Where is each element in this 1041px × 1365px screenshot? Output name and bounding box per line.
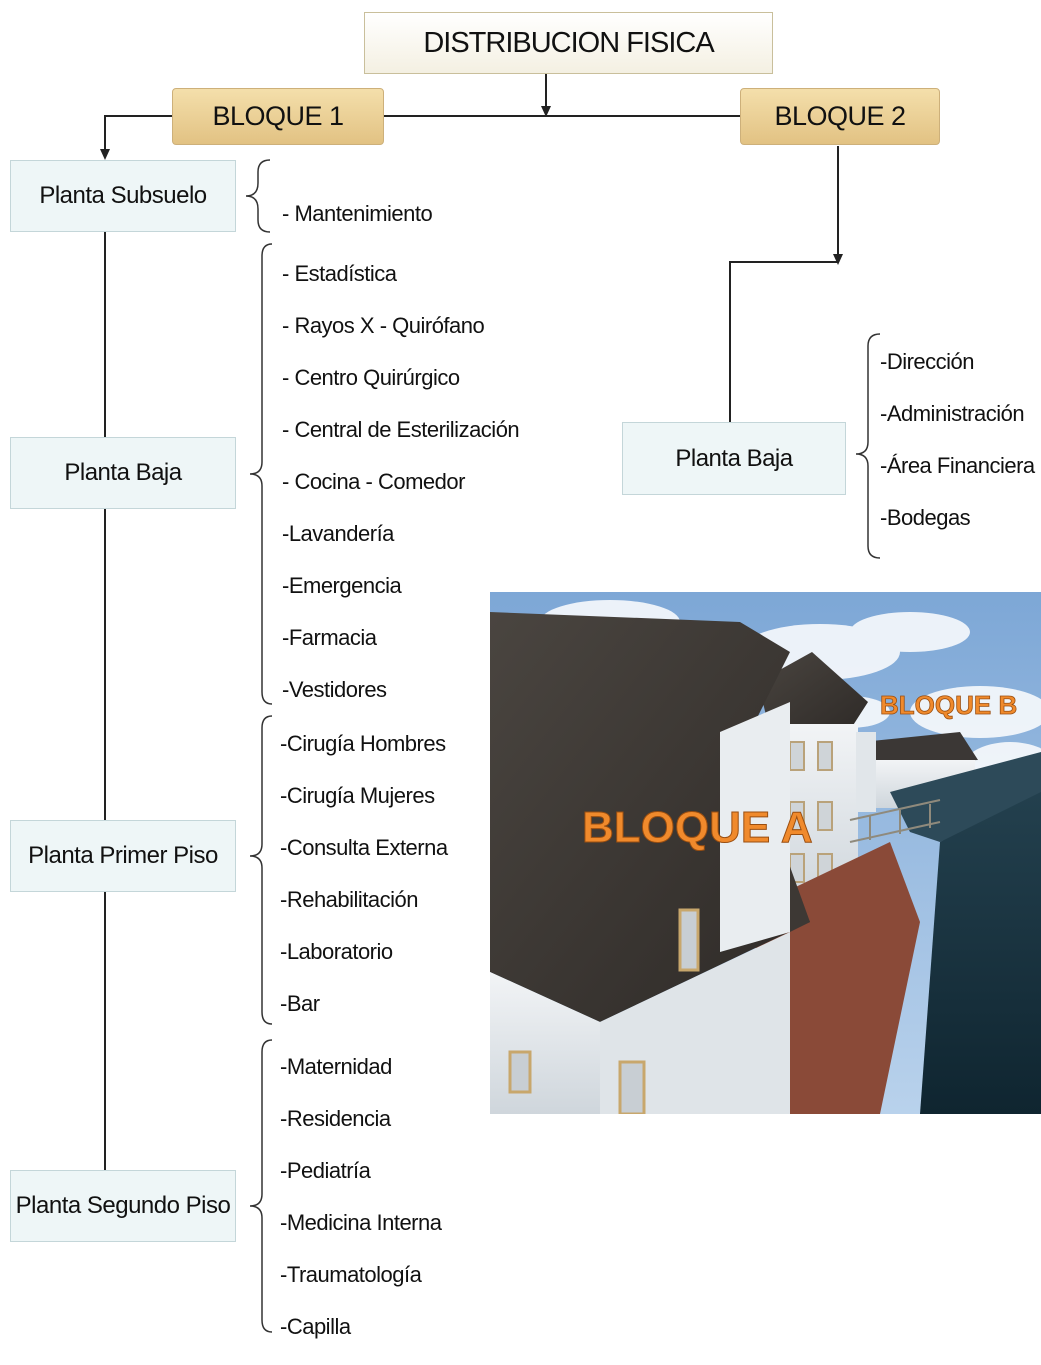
building-render-image: BLOQUE A BLOQUE B [490, 592, 1041, 1114]
bloque-2-label: BLOQUE 2 [774, 101, 906, 131]
bloque-a-label: BLOQUE A [582, 803, 813, 852]
list-item: -Emergencia [282, 573, 402, 598]
list-item: -Administración [880, 401, 1025, 426]
brace-segundo-piso [249, 1039, 273, 1333]
list-item: -Cirugía Mujeres [280, 783, 435, 808]
bloque-b-label: BLOQUE B [880, 690, 1017, 720]
list-item: - Rayos X - Quirófano [282, 313, 485, 338]
list-item: - Estadística [282, 261, 397, 286]
planta-primer-piso-box: Planta Primer Piso [10, 820, 236, 892]
list-item: -Pediatría [280, 1158, 371, 1183]
diagram-title-text: DISTRIBUCION FISICA [423, 26, 714, 59]
bloque-2-box: BLOQUE 2 [740, 88, 940, 145]
segundo-piso-list: -Maternidad -Residencia -Pediatría -Medi… [280, 1053, 442, 1365]
bloque-1-label: BLOQUE 1 [212, 101, 344, 131]
planta-baja-list: - Estadística - Rayos X - Quirófano - Ce… [282, 260, 520, 728]
list-item: - Centro Quirúrgico [282, 365, 460, 390]
list-item: - Central de Esterilización [282, 417, 520, 442]
diagram-title: DISTRIBUCION FISICA [364, 12, 773, 74]
list-item: -Residencia [280, 1106, 391, 1131]
subsuelo-list: - Mantenimiento [282, 200, 433, 252]
list-item: -Medicina Interna [280, 1210, 442, 1235]
planta-segundo-piso-box: Planta Segundo Piso [10, 1170, 236, 1242]
primer-piso-list: -Cirugía Hombres -Cirugía Mujeres -Consu… [280, 730, 448, 1042]
list-item: -Dirección [880, 349, 975, 374]
list-item: -Traumatología [280, 1262, 422, 1287]
bloque1-arrow [100, 115, 172, 160]
list-item: -Bar [280, 991, 320, 1016]
planta-baja-box: Planta Baja [10, 437, 236, 509]
list-item: - Cocina - Comedor [282, 469, 465, 494]
planta-baja-label: Planta Baja [64, 459, 182, 486]
bloque-1-box: BLOQUE 1 [172, 88, 384, 145]
brace-planta-baja [249, 243, 273, 705]
list-item: -Vestidores [282, 677, 387, 702]
planta-subsuelo-box: Planta Subsuelo [10, 160, 236, 232]
list-item: - Mantenimiento [282, 201, 433, 226]
brace-subsuelo [245, 159, 271, 233]
brace-primer-piso [249, 715, 273, 1025]
brace-b2-planta-baja [855, 333, 881, 559]
planta-segundo-piso-label: Planta Segundo Piso [15, 1192, 231, 1219]
b2-planta-baja-label: Planta Baja [675, 444, 793, 472]
list-item: -Consulta Externa [280, 835, 448, 860]
list-item: -Capilla [280, 1314, 351, 1339]
list-item: -Maternidad [280, 1054, 392, 1079]
list-item: -Rehabilitación [280, 887, 419, 912]
list-item: -Cirugía Hombres [280, 731, 446, 756]
list-item: -Bodegas [880, 505, 971, 530]
planta-primer-piso-label: Planta Primer Piso [28, 842, 218, 869]
b2-planta-baja-box: Planta Baja [622, 422, 846, 495]
planta-subsuelo-label: Planta Subsuelo [39, 182, 207, 209]
list-item: -Laboratorio [280, 939, 393, 964]
building-render-svg: BLOQUE A BLOQUE B [490, 592, 1041, 1114]
b2-planta-baja-list: -Dirección -Administración -Área Financi… [880, 348, 1035, 556]
list-item: -Área Financiera [880, 453, 1035, 478]
list-item: -Lavandería [282, 521, 394, 546]
bloque2-connector [729, 261, 838, 422]
list-item: -Farmacia [282, 625, 377, 650]
